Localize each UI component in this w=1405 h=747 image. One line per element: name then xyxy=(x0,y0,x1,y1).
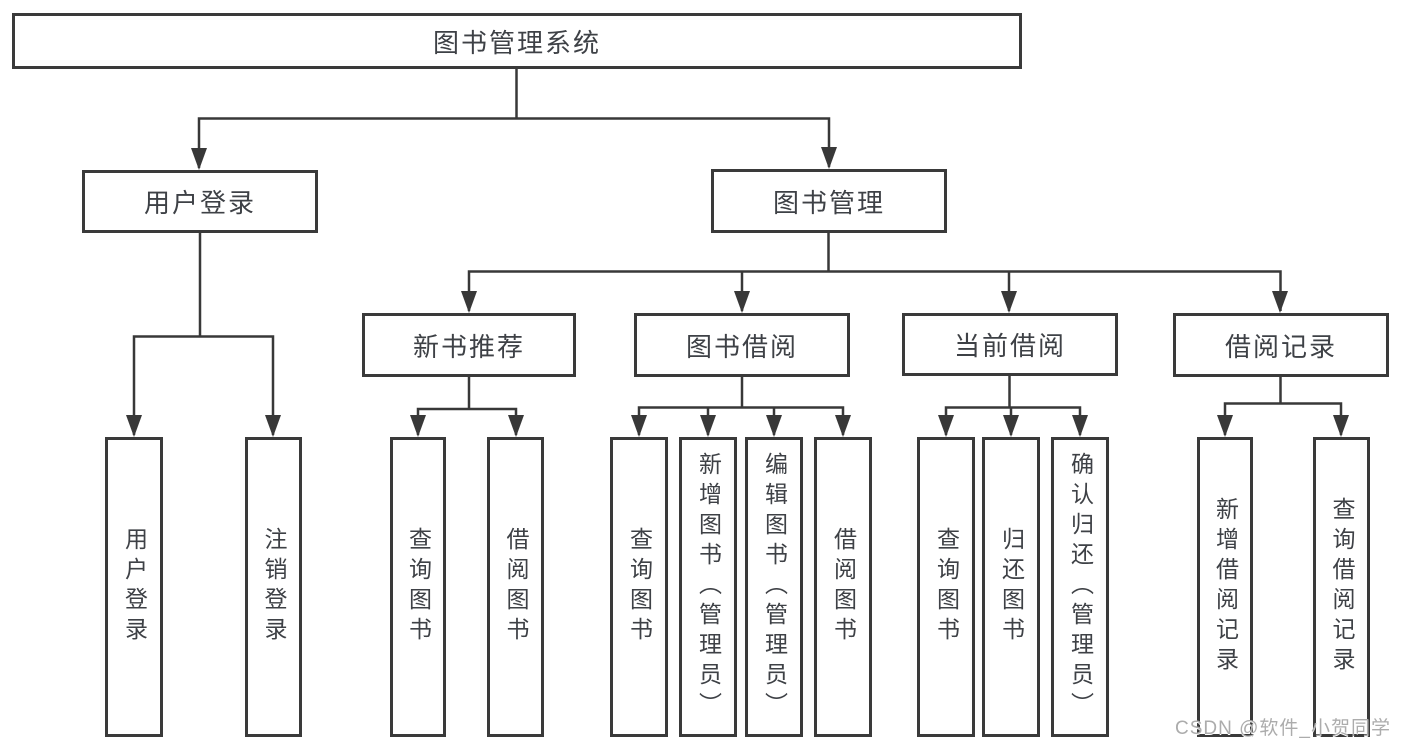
node-current-borrowing: 当前借阅 xyxy=(902,313,1118,376)
leaf-add-borrow-record: 新增借阅记录 xyxy=(1197,437,1253,737)
leaf-query-book-recommend: 查询图书 xyxy=(390,437,446,737)
node-label: 当前借阅 xyxy=(953,331,1066,361)
leaf-confirm-return-admin: 确认归还（管理员） xyxy=(1051,437,1109,737)
leaf-label: 查询借阅记录 xyxy=(1329,497,1355,677)
arrowheads xyxy=(126,147,1349,437)
leaf-borrow-book: 借阅图书 xyxy=(814,437,872,737)
node-label: 借阅记录 xyxy=(1224,331,1337,362)
node-new-book-recommend: 新书推荐 xyxy=(362,313,576,377)
leaf-label: 借阅图书 xyxy=(503,527,529,647)
leaf-label: 借阅图书 xyxy=(830,527,857,647)
leaf-logout: 注销登录 xyxy=(245,437,302,737)
leaf-label: 新增图书（管理员） xyxy=(695,452,722,722)
node-label: 图书管理 xyxy=(772,187,885,218)
node-library-management-system: 图书管理系统 xyxy=(12,13,1022,69)
leaf-label: 新增借阅记录 xyxy=(1212,497,1239,677)
csdn-watermark: CSDN @软件_小贺同学 xyxy=(1175,718,1391,739)
leaf-label: 编辑图书（管理员） xyxy=(761,452,788,722)
leaf-label: 注销登录 xyxy=(261,527,287,647)
leaf-edit-book-admin: 编辑图书（管理员） xyxy=(745,437,803,737)
node-label: 图书借阅 xyxy=(685,331,798,362)
leaf-label: 归还图书 xyxy=(998,527,1025,647)
connector-lines xyxy=(132,68,1343,435)
node-label: 用户登录 xyxy=(143,188,256,218)
leaf-label: 确认归还（管理员） xyxy=(1067,452,1094,722)
node-book-management: 图书管理 xyxy=(711,169,947,233)
node-book-borrowing: 图书借阅 xyxy=(634,313,850,377)
leaf-label: 查询图书 xyxy=(405,527,432,647)
leaf-user-login: 用户登录 xyxy=(105,437,163,737)
node-label: 图书管理系统 xyxy=(432,27,601,58)
leaf-query-book-current: 查询图书 xyxy=(917,437,975,737)
leaf-query-borrow-record: 查询借阅记录 xyxy=(1313,437,1370,737)
node-borrowing-records: 借阅记录 xyxy=(1173,313,1389,377)
leaf-label: 查询图书 xyxy=(626,527,653,647)
node-user-login: 用户登录 xyxy=(82,170,318,233)
leaf-add-book-admin: 新增图书（管理员） xyxy=(679,437,737,737)
leaf-return-book: 归还图书 xyxy=(982,437,1040,737)
leaf-label: 用户登录 xyxy=(121,527,148,647)
leaf-borrow-book-recommend: 借阅图书 xyxy=(487,437,544,737)
leaf-label: 查询图书 xyxy=(933,527,960,647)
leaf-query-book-borrowing: 查询图书 xyxy=(610,437,668,737)
node-label: 新书推荐 xyxy=(412,331,525,362)
